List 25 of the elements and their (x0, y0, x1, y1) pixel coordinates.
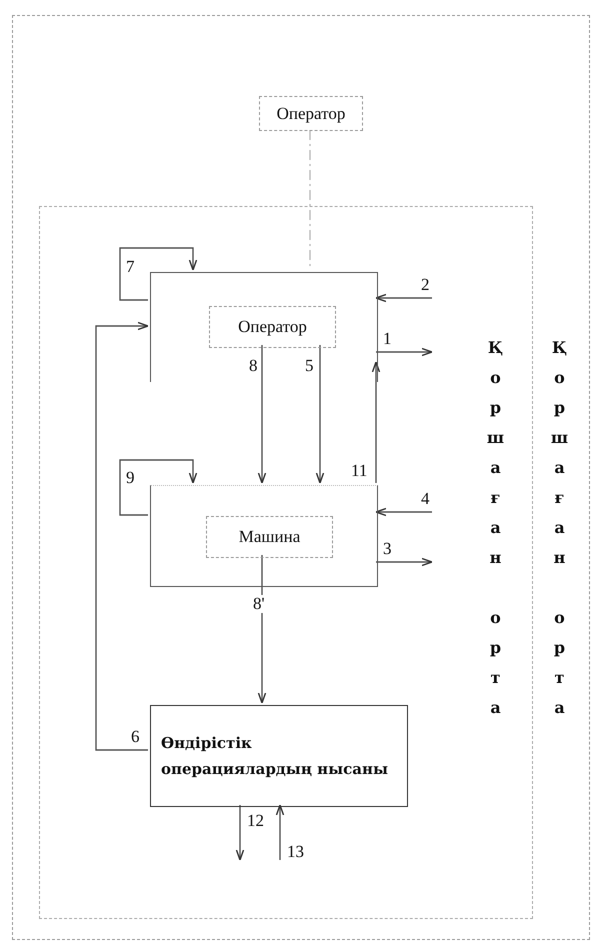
dashed-box (206, 516, 333, 558)
block-box (150, 485, 378, 587)
vertical-label: Қоршаған орта (550, 338, 569, 728)
dashed-box (209, 306, 336, 348)
arrow (375, 508, 432, 516)
object-box (150, 705, 408, 807)
arrow (316, 345, 324, 484)
arrow (372, 361, 380, 483)
block-title: Оператор (237, 317, 308, 337)
dashed-box (259, 96, 363, 131)
arrow (119, 459, 198, 516)
arrow (376, 348, 433, 356)
arrow (376, 558, 433, 566)
block-title: Машина (238, 527, 302, 547)
edge-label: 8' (252, 595, 266, 613)
arrow (119, 247, 198, 301)
arrow (236, 805, 244, 861)
vertical-label: Қоршаған орта (486, 338, 505, 728)
object-title: Өндірістік операциялардың нысаны (160, 733, 390, 780)
block-title: Оператор (276, 104, 346, 124)
arrow (258, 345, 266, 484)
arrow (258, 555, 266, 704)
arrow (375, 294, 432, 302)
arrow (95, 322, 149, 751)
arrow (276, 804, 284, 860)
